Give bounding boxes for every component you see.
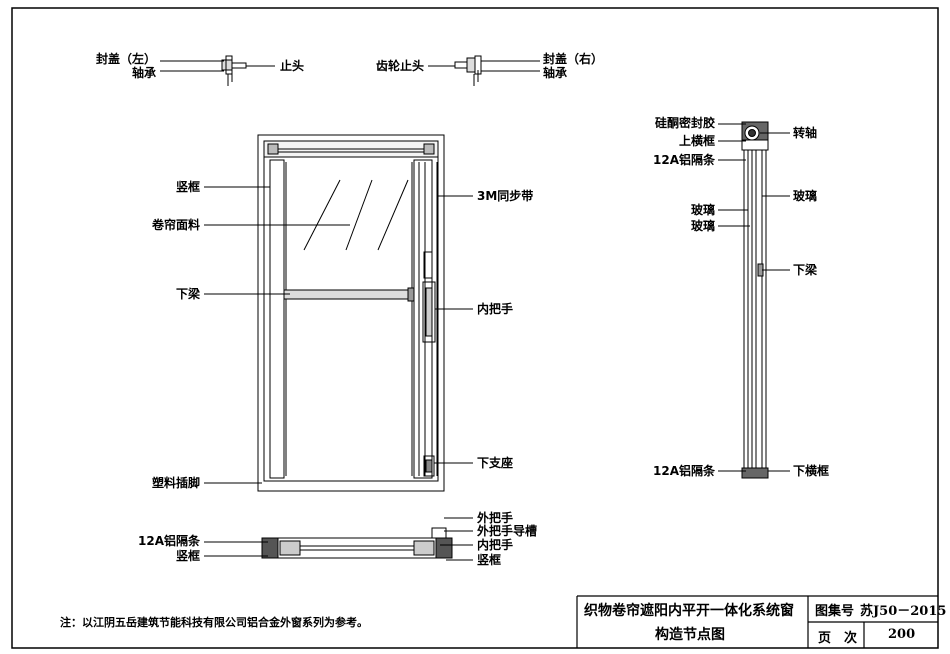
label-bearing-left: 轴承: [131, 66, 156, 80]
label-inner-handle: 内把手: [477, 302, 514, 316]
label-spacer-bottom: 12A铝隔条: [653, 464, 715, 478]
label-vertical-frame: 竖框: [175, 180, 200, 194]
section-leaders: [718, 123, 790, 472]
end-cap-left-detail: [160, 55, 275, 86]
atlas-number: 苏J50－2015: [860, 604, 947, 619]
label-spacer-top: 12A铝隔条: [653, 153, 715, 167]
atlas-label: 图集号: [815, 604, 855, 619]
label-glass-2: 玻璃: [690, 219, 715, 233]
label-cover-left: 封盖（左）: [95, 52, 156, 66]
label-lower-frame: 下横框: [793, 464, 830, 478]
label-lower-support: 下支座: [477, 456, 514, 470]
elevation-leaders: [204, 186, 473, 484]
label-belt: 3M同步带: [477, 189, 534, 203]
title-line-1: 织物卷帘遮阳内平开一体化系统窗: [584, 603, 794, 619]
label-gear-stop: 齿轮止头: [375, 59, 424, 73]
label-plan-vertical-frame-right: 竖框: [477, 553, 502, 567]
label-glass-1: 玻璃: [690, 203, 715, 217]
label-bottom-beam: 下梁: [175, 287, 200, 301]
label-outer-handle-groove: 外把手导槽: [477, 524, 538, 538]
window-elevation: [257, 134, 445, 492]
label-upper-frame: 上横框: [678, 134, 715, 148]
title-block-frame: [576, 595, 938, 648]
label-stop-left: 止头: [280, 59, 305, 73]
label-fabric: 卷帘面料: [151, 218, 200, 232]
label-cover-right: 封盖（右）: [543, 52, 604, 66]
label-sealant: 硅酮密封胶: [654, 116, 715, 130]
label-plan-spacer: 12A铝隔条: [138, 534, 200, 548]
label-plastic-foot: 塑料插脚: [151, 476, 200, 490]
window-plan-section: [261, 527, 453, 559]
drawing-note: 注：以江阴五岳建筑节能科技有限公司铝合金外窗系列为参考。: [60, 616, 368, 629]
window-vertical-section: [741, 121, 769, 479]
label-plan-inner-handle: 内把手: [477, 538, 514, 552]
label-plan-vertical-frame: 竖框: [175, 549, 200, 563]
page-label: 页 次: [818, 631, 858, 646]
label-bearing-right: 轴承: [543, 66, 568, 80]
label-glass-right: 玻璃: [793, 189, 818, 203]
title-line-2: 构造节点图: [655, 627, 725, 643]
label-outer-handle: 外把手: [477, 511, 514, 525]
plan-leaders: [204, 517, 473, 561]
page-number: 200: [888, 627, 916, 642]
label-shaft: 转轴: [793, 126, 818, 140]
label-section-bottom-beam: 下梁: [793, 263, 818, 277]
end-cap-right-detail: [428, 55, 540, 86]
